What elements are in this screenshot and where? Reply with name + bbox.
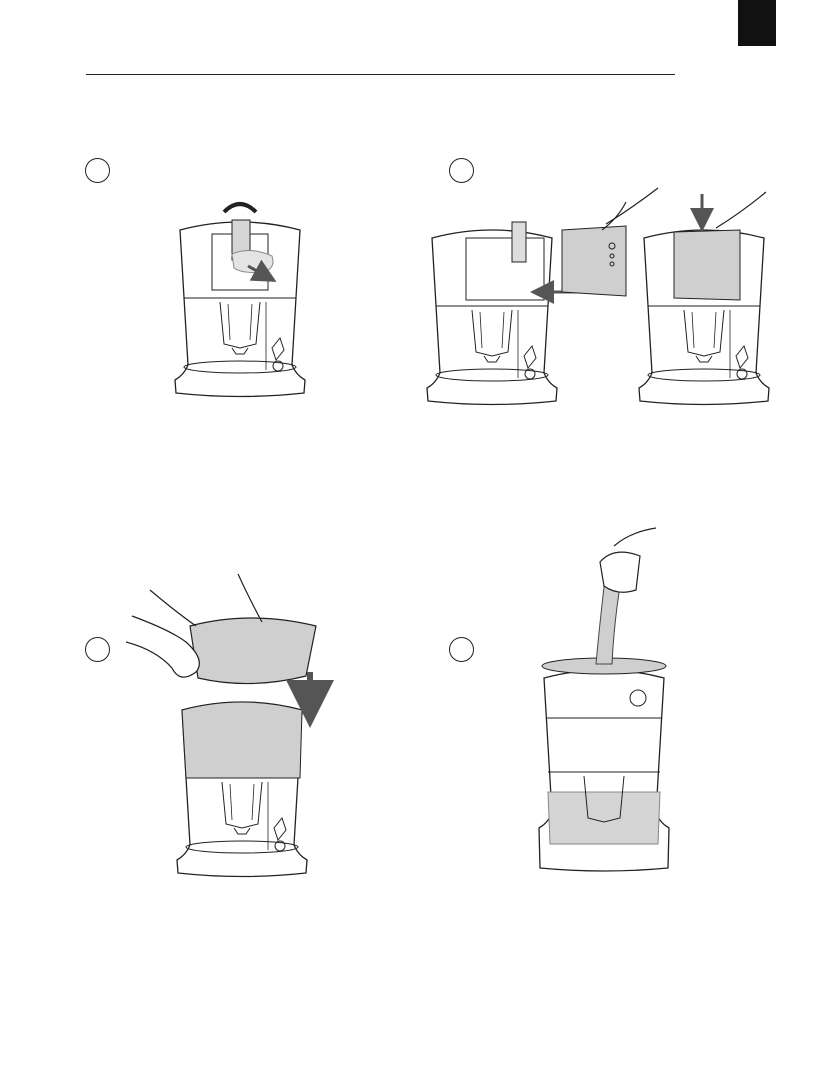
step-3-illustration [126, 574, 316, 877]
step-2-illustration [427, 188, 769, 405]
step-1-illustration [175, 204, 305, 397]
step-4-illustration [539, 528, 669, 871]
